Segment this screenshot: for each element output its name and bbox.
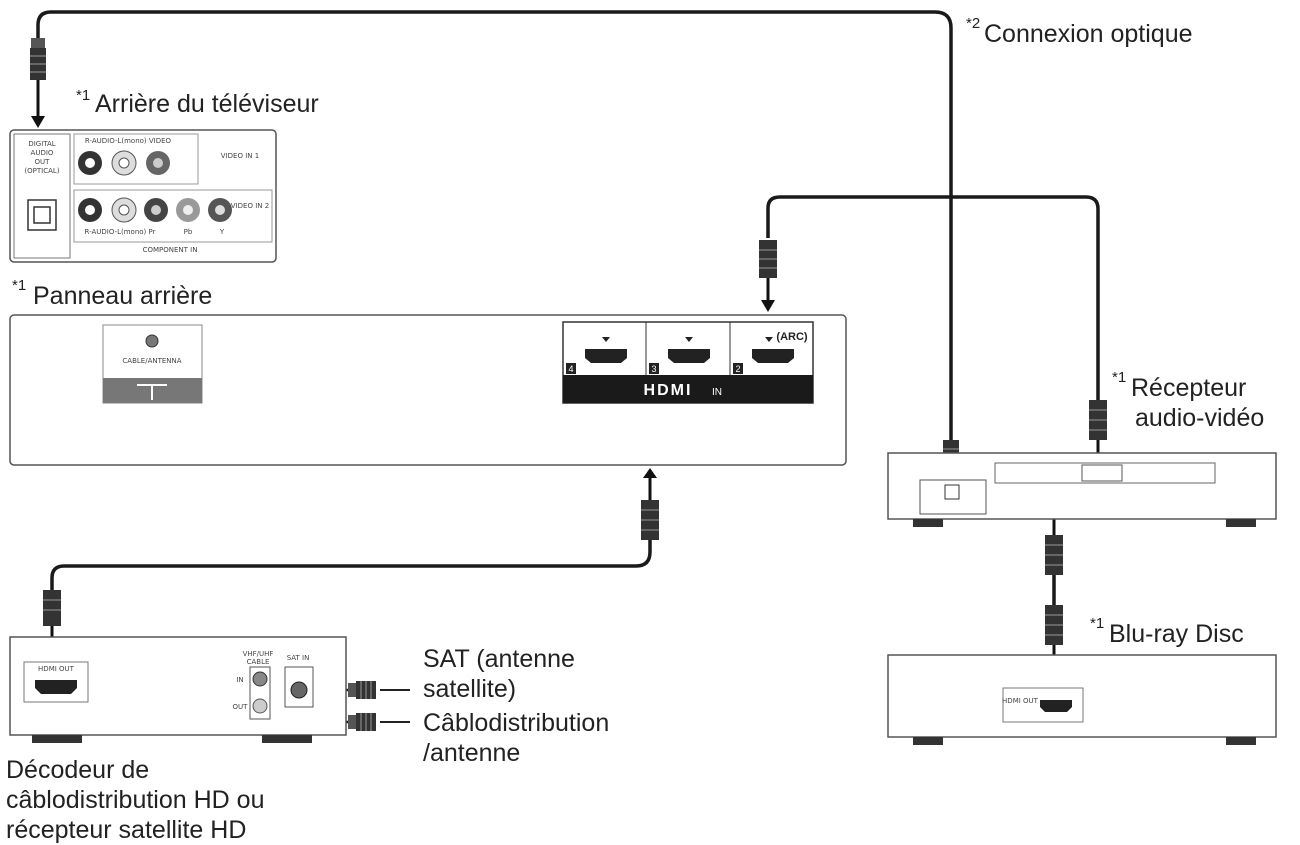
hdmi-port-2-arc: (ARC) 2 bbox=[733, 331, 808, 374]
hdmi-logo: HDMI bbox=[644, 382, 693, 399]
port-number-4: 4 bbox=[568, 364, 573, 374]
hdmi-arc-cable bbox=[766, 195, 1100, 400]
coax-plug-sat bbox=[348, 681, 376, 699]
label-tv-rear: *1 Arrière du téléviseur bbox=[76, 87, 319, 118]
decoder-box: HDMI OUT VHF/UHF CABLE SAT IN IN OUT bbox=[9, 636, 347, 743]
audio-label: AUDIO bbox=[31, 149, 54, 157]
decoder-hdmi-out-label: HDMI OUT bbox=[38, 665, 75, 673]
svg-text:*1: *1 bbox=[1112, 369, 1126, 386]
decoder-label-2: câblodistribution HD ou bbox=[6, 786, 264, 814]
sat-label-2: satellite) bbox=[423, 675, 516, 703]
decoder-cable-label: CABLE bbox=[247, 658, 270, 666]
label-optical-connection: *2 Connexion optique bbox=[966, 15, 1193, 48]
hdmi-plug-rear-panel bbox=[759, 240, 777, 312]
out-label: OUT bbox=[35, 158, 51, 166]
coax-plug-cable bbox=[348, 713, 376, 731]
port-number-2: 2 bbox=[735, 364, 740, 374]
bluray-label: Blu-ray Disc bbox=[1109, 620, 1244, 648]
decoder-label-3: récepteur satellite HD bbox=[6, 816, 246, 844]
label-cable-antenna: Câblodistribution /antenne bbox=[423, 709, 609, 767]
decoder-label-1: Décodeur de bbox=[6, 756, 149, 784]
bluray-hdmi-out-label: HDMI OUT bbox=[1002, 697, 1039, 705]
optical-cable bbox=[36, 10, 953, 470]
arc-label: (ARC) bbox=[776, 331, 807, 343]
label-rear-panel: *1 Panneau arrière bbox=[12, 277, 212, 310]
port-number-3: 3 bbox=[651, 364, 656, 374]
audio-video-top-label: R-AUDIO-L(mono) VIDEO bbox=[85, 137, 172, 145]
svg-text:*2: *2 bbox=[966, 15, 980, 32]
label-sat: SAT (antenne satellite) bbox=[423, 645, 575, 703]
cable-label-2: /antenne bbox=[423, 739, 520, 767]
svg-text:*1: *1 bbox=[76, 87, 90, 104]
av-receiver-label-1: Récepteur bbox=[1131, 374, 1246, 402]
av-receiver bbox=[887, 452, 1277, 527]
optical-connection-label: Connexion optique bbox=[984, 20, 1193, 48]
av-receiver-label-2: audio-vidéo bbox=[1135, 404, 1264, 432]
tv-jack-panel: DIGITAL AUDIO OUT (OPTICAL) R-AUDIO-L(mo… bbox=[9, 129, 277, 263]
video-in-1-label: VIDEO IN 1 bbox=[221, 152, 259, 160]
hdmi-port-3: 3 bbox=[649, 337, 710, 374]
decoder-hdmi-out bbox=[23, 661, 89, 703]
component-in-label: COMPONENT IN bbox=[143, 246, 198, 254]
out-label-decoder: OUT bbox=[233, 703, 249, 711]
hdmi-in-label: IN bbox=[712, 387, 722, 398]
video-in-2-label: VIDEO IN 2 bbox=[231, 202, 269, 210]
tv-rear-label: Arrière du téléviseur bbox=[95, 90, 319, 118]
hdmi-plug-panel-bottom bbox=[641, 468, 659, 540]
vhf-uhf-label: VHF/UHF bbox=[243, 650, 274, 658]
hdmi-decoder-cable bbox=[50, 540, 652, 590]
audio-bottom-label: R-AUDIO-L(mono) Pr bbox=[85, 228, 156, 236]
optical-port bbox=[27, 199, 57, 231]
bluray-player: HDMI OUT bbox=[887, 654, 1277, 745]
cable-antenna-label: CABLE/ANTENNA bbox=[122, 357, 181, 365]
pb-label: Pb bbox=[184, 228, 193, 236]
svg-text:*1: *1 bbox=[1090, 615, 1104, 632]
hdmi-port-4: 4 bbox=[566, 337, 627, 374]
optical-label: (OPTICAL) bbox=[24, 167, 59, 175]
cable-label-1: Câblodistribution bbox=[423, 709, 609, 737]
y-label: Y bbox=[219, 228, 225, 236]
sat-label-1: SAT (antenne bbox=[423, 645, 575, 673]
label-av-receiver: *1 Récepteur audio-vidéo bbox=[1112, 369, 1264, 432]
label-bluray: *1 Blu-ray Disc bbox=[1090, 615, 1244, 648]
rear-panel: CABLE/ANTENNA 4 3 (ARC) 2 HDMI IN bbox=[9, 314, 847, 466]
optical-plug-tv bbox=[30, 38, 46, 128]
sat-in-label: SAT IN bbox=[287, 654, 310, 662]
digital-audio-label: DIGITAL bbox=[28, 140, 55, 148]
label-decoder: Décodeur de câblodistribution HD ou réce… bbox=[6, 756, 264, 844]
in-label: IN bbox=[236, 676, 243, 684]
svg-text:*1: *1 bbox=[12, 277, 26, 294]
rear-panel-label: Panneau arrière bbox=[33, 282, 212, 310]
